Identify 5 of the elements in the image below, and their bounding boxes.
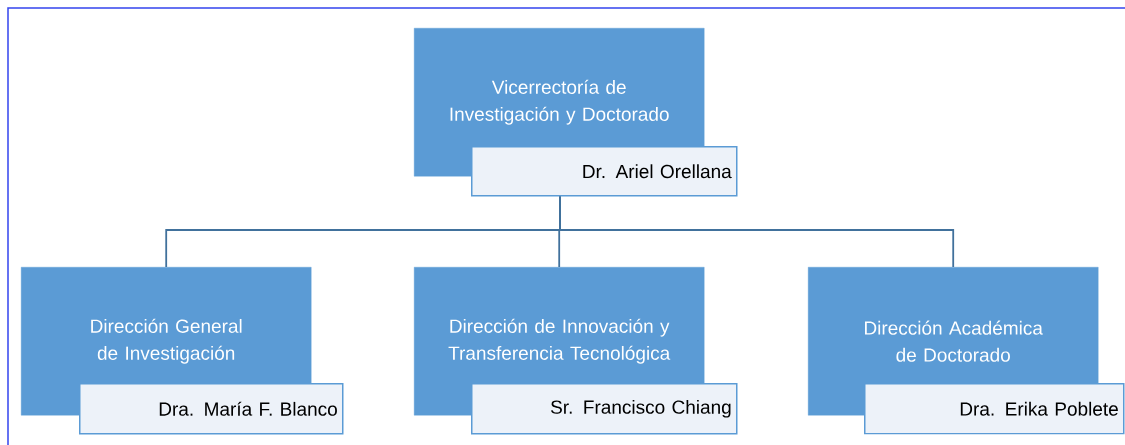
name-box: Dra. María F. Blanco [79,383,344,435]
name-box: Dr. Ariel Orellana [471,146,738,197]
name-box: Sr. Francisco Chiang [471,383,738,435]
name-box: Dra. Erika Poblete [864,383,1125,435]
connector-line [559,195,955,268]
